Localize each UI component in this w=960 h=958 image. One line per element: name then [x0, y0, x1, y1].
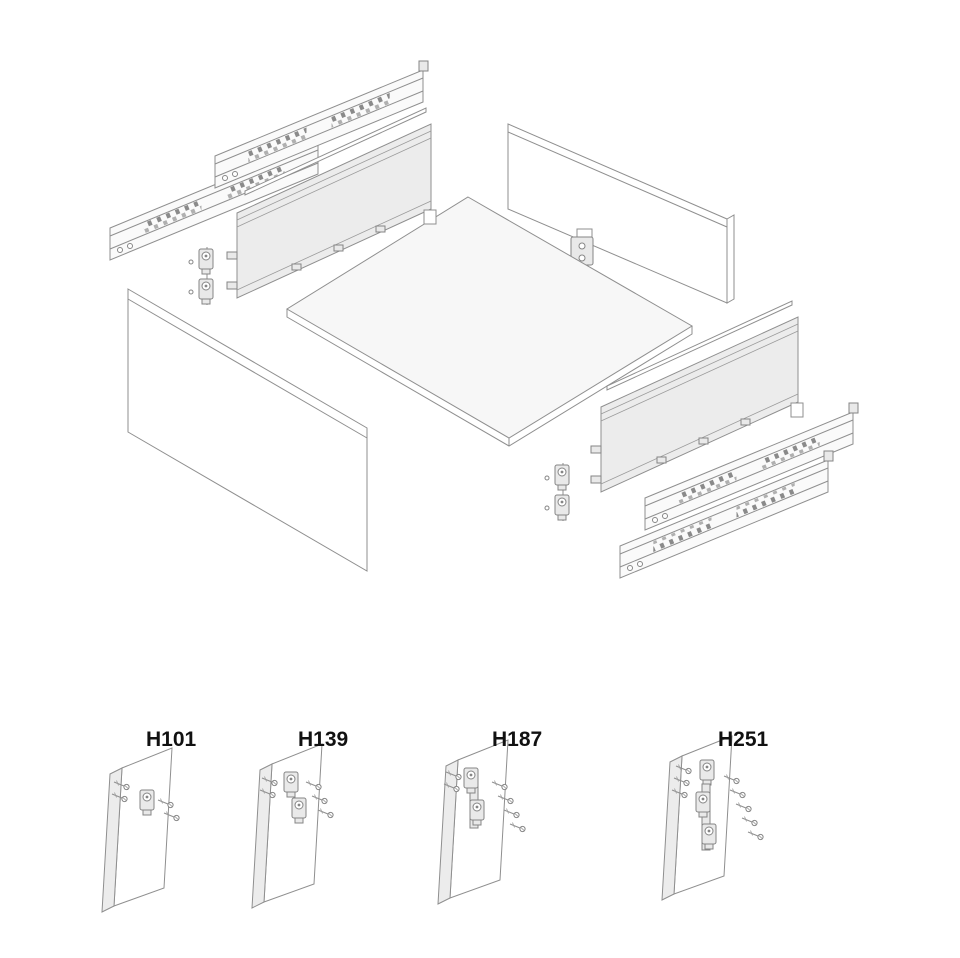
height-variant-h187: H187: [437, 728, 542, 905]
front-fixing-brackets-left: [188, 247, 214, 305]
panel: [661, 735, 733, 901]
gallery-rail-left: [244, 107, 427, 196]
variant-label-h101: H101: [146, 728, 197, 751]
height-variant-h139: H139: [251, 728, 348, 909]
front-bracket: [695, 759, 717, 851]
cabinet-side-panel: [127, 288, 368, 572]
drawer-slide-left-front: [214, 60, 429, 189]
panel: [101, 747, 173, 913]
panel: [251, 743, 323, 909]
drawer-slide-right-rear: [619, 450, 834, 579]
drawer-bottom-panel: [286, 196, 693, 447]
height-variant-h101: H101: [101, 728, 197, 913]
gallery-rail-right: [606, 300, 793, 391]
drawer-slide-right-front: [644, 402, 859, 531]
exploded-view: [109, 60, 859, 579]
front-fixing-brackets-right: [544, 463, 570, 521]
back-panel: [507, 123, 735, 304]
front-bracket: [463, 767, 485, 829]
center-fixing-bracket: [570, 228, 594, 271]
variant-label-h187: H187: [492, 728, 542, 751]
drawer-slide-left-rear: [109, 133, 322, 261]
variant-label-h139: H139: [298, 728, 348, 751]
variant-label-h251: H251: [718, 728, 769, 751]
height-variant-h251: H251: [661, 728, 769, 901]
drawer-side-panel-left: [226, 123, 437, 299]
drawer-side-panel-right: [590, 316, 804, 493]
